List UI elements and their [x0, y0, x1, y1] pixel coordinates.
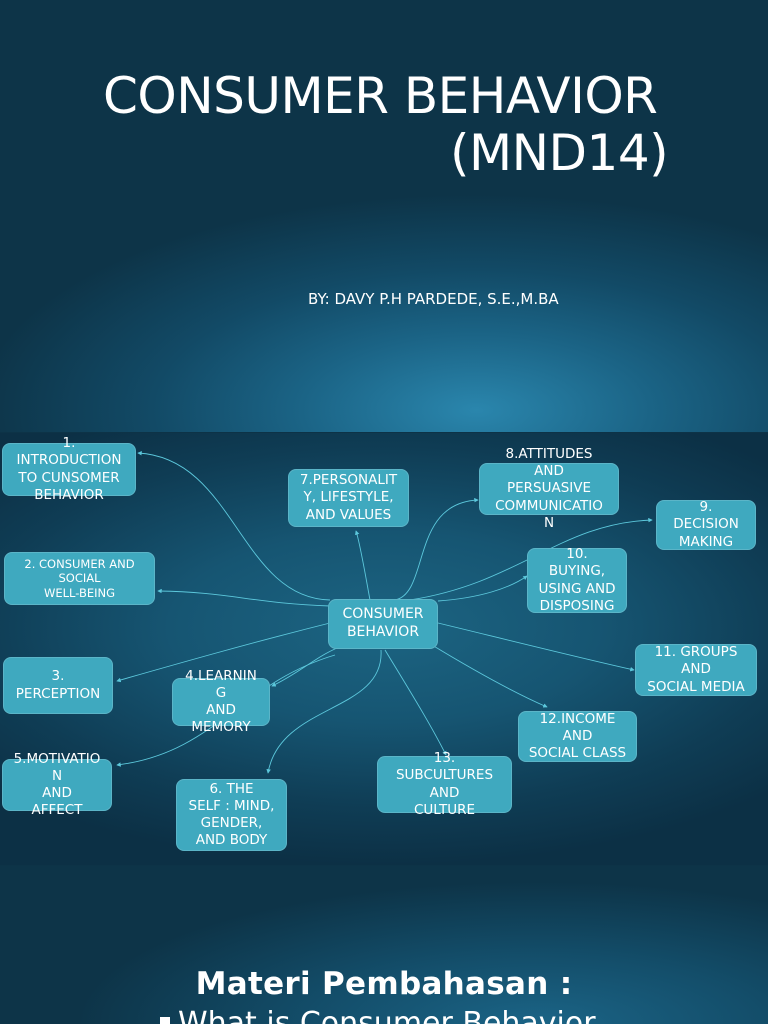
link-2	[157, 588, 331, 607]
node-social-wellbeing: 2. CONSUMER AND SOCIAL WELL-BEING	[4, 552, 155, 605]
node-decision-making: 9. DECISION MAKING	[656, 499, 756, 550]
node-learning-memory: 4.LEARNIN G AND MEMORY	[172, 668, 270, 735]
node-introduction: 1. INTRODUCTION TO CUNSOMER BEHAVIOR	[2, 435, 136, 503]
link-12	[431, 644, 548, 708]
link-13	[384, 649, 447, 756]
link-3	[116, 622, 331, 683]
link-1	[137, 450, 331, 601]
center-node: CONSUMER BEHAVIOR	[328, 599, 438, 649]
link-11	[437, 622, 635, 672]
node-attitudes: 8.ATTITUDES AND PERSUASIVE COMMUNICATIO …	[479, 446, 619, 531]
bullet-icon	[160, 1017, 170, 1024]
link-6	[266, 649, 382, 774]
link-8	[394, 497, 479, 601]
slide-title-code: (MND14)	[450, 124, 669, 182]
node-buying-disposing: 10. BUYING, USING AND DISPOSING	[527, 546, 627, 614]
slide-title: CONSUMER BEHAVIOR	[103, 67, 658, 125]
node-motivation-affect: 5.MOTIVATIO N AND AFFECT	[2, 751, 112, 818]
node-self: 6. THE SELF : MIND, GENDER, AND BODY	[176, 779, 287, 851]
node-personality: 7.PERSONALIT Y, LIFESTYLE, AND VALUES	[288, 469, 409, 527]
agenda-title: Materi Pembahasan :	[195, 966, 573, 1002]
link-7	[355, 530, 371, 601]
node-income-social-class: 12.INCOME AND SOCIAL CLASS	[518, 711, 637, 762]
author-byline: BY: DAVY P.H PARDEDE, S.E.,M.BA	[308, 290, 559, 308]
node-subcultures: 13. SUBCULTURES AND CULTURE	[377, 750, 512, 818]
agenda-slide: Materi Pembahasan : What is Consumer Beh…	[0, 866, 768, 1024]
link-4	[271, 644, 346, 687]
node-perception: 3. PERCEPTION	[3, 657, 113, 714]
agenda-item-text: What is Consumer Behavior	[178, 1006, 596, 1024]
title-slide: CONSUMER BEHAVIOR (MND14) BY: DAVY P.H P…	[0, 0, 768, 432]
link-10	[437, 575, 528, 602]
node-groups-social-media: 11. GROUPS AND SOCIAL MEDIA	[635, 644, 757, 696]
mind-map-slide: CONSUMER BEHAVIOR 1. INTRODUCTION TO CUN…	[0, 433, 768, 865]
agenda-item: What is Consumer Behavior	[160, 1006, 596, 1024]
